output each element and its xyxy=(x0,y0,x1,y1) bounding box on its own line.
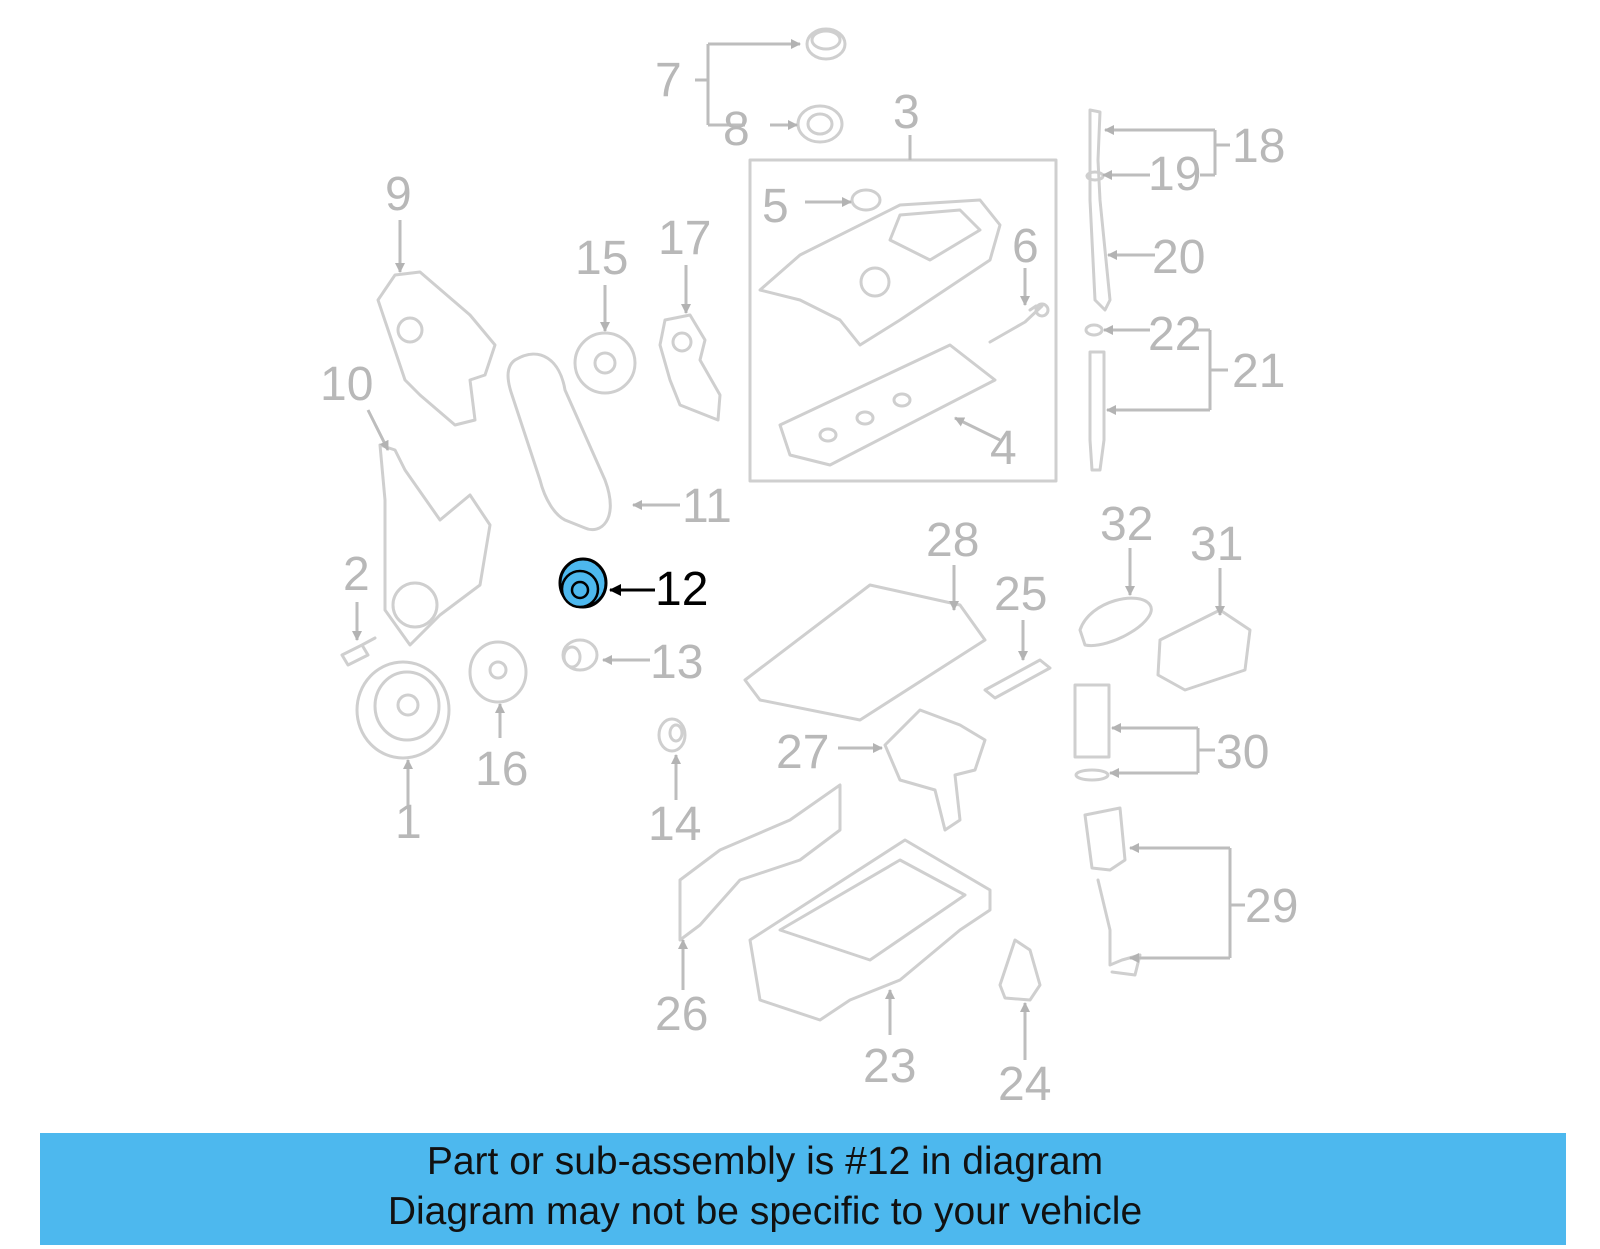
part-23-oil-pan xyxy=(748,838,992,1022)
callout-31: 31 xyxy=(1190,518,1243,571)
callout-5: 5 xyxy=(762,180,789,233)
callout-28: 28 xyxy=(926,514,979,567)
part-1-crank-pulley xyxy=(355,660,451,760)
callout-30: 30 xyxy=(1216,726,1269,779)
callout-18: 18 xyxy=(1232,120,1285,173)
callout-17: 17 xyxy=(658,212,711,265)
part-16-sprocket xyxy=(468,640,528,704)
callout-27: 27 xyxy=(776,726,829,779)
callout-22: 22 xyxy=(1148,308,1201,361)
part-27-oil-pump xyxy=(883,708,987,832)
part-shapes xyxy=(340,27,1252,1022)
callout-15: 15 xyxy=(575,232,628,285)
part-2-bolt xyxy=(340,636,377,667)
part-4-gasket xyxy=(778,343,997,467)
part-5-seal xyxy=(850,188,882,212)
part-28-baffle xyxy=(743,583,987,722)
callout-24: 24 xyxy=(998,1058,1051,1111)
callout-7: 7 xyxy=(655,54,682,107)
part-8-cap-seal xyxy=(796,104,844,144)
part-3-valve-cover-box xyxy=(748,158,1058,483)
callout-25: 25 xyxy=(994,568,1047,621)
caption-line-2: Diagram may not be specific to your vehi… xyxy=(387,1190,1143,1233)
callout-10: 10 xyxy=(320,358,373,411)
callout-1: 1 xyxy=(395,796,422,849)
callout-8: 8 xyxy=(723,103,750,156)
part-3-valve-cover xyxy=(758,198,1002,347)
part-15-idler-pulley xyxy=(573,331,637,395)
callout-19: 19 xyxy=(1148,148,1201,201)
callout-9: 9 xyxy=(385,168,412,221)
callout-numbers: 7 8 3 5 6 4 18 19 20 22 21 9 15 17 10 11… xyxy=(320,54,1298,1111)
callout-2: 2 xyxy=(343,548,370,601)
caption-line-1: Part or sub-assembly is #12 in diagram xyxy=(426,1140,1104,1183)
part-25-strip xyxy=(983,658,1052,700)
part-20-dipstick xyxy=(1088,108,1112,312)
callout-29: 29 xyxy=(1245,880,1298,933)
callout-13: 13 xyxy=(650,636,703,689)
part-10-lower-timing-cover xyxy=(378,443,492,647)
callout-12: 12 xyxy=(655,563,708,616)
callout-14: 14 xyxy=(648,798,701,851)
callout-11: 11 xyxy=(682,480,732,533)
callout-26: 26 xyxy=(655,988,708,1041)
part-21-dipstick-tube xyxy=(1088,350,1106,472)
callout-32: 32 xyxy=(1100,498,1153,551)
part-31-oil-cooler xyxy=(1156,608,1252,692)
leader-lines xyxy=(352,39,1245,1060)
part-24-drain-plug xyxy=(998,938,1042,1002)
callout-20: 20 xyxy=(1152,231,1205,284)
callout-3: 3 xyxy=(893,86,920,139)
part-17-tensioner xyxy=(658,313,722,422)
part-26-bracket xyxy=(678,783,842,942)
part-11-timing-belt xyxy=(506,352,612,532)
part-7-oil-cap xyxy=(805,27,847,61)
callout-21: 21 xyxy=(1232,345,1285,398)
part-32-gasket xyxy=(1078,596,1153,648)
part-13-bushing xyxy=(561,638,599,672)
part-14-bushing xyxy=(657,717,687,753)
part-30-oil-filter xyxy=(1073,683,1111,759)
caption-banner: Part or sub-assembly is #12 in diagram D… xyxy=(40,1133,1566,1245)
callout-16: 16 xyxy=(475,743,528,796)
part-6-sensor xyxy=(988,304,1044,344)
callout-4: 4 xyxy=(990,422,1017,475)
part-9-upper-timing-cover xyxy=(376,270,497,427)
callout-6: 6 xyxy=(1012,220,1039,273)
callout-23: 23 xyxy=(863,1040,916,1093)
part-29-housing xyxy=(1083,806,1127,872)
part-12-pulley-highlighted xyxy=(558,557,608,609)
